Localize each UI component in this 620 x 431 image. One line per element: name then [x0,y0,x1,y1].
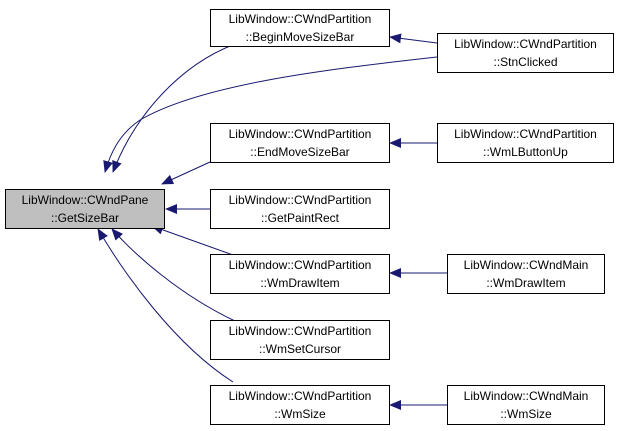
node-getpaintrect-line2: ::GetPaintRect [260,211,340,225]
node-wmdrawitem-line1: LibWindow::CWndPartition [228,258,372,272]
node-main-wmdrawitem-line1: LibWindow::CWndMain [463,258,589,272]
edge-stnclicked-to-beginmovesizebar [389,33,438,44]
node-wmsetcursor[interactable]: LibWindow::CWndPartition ::WmSetCursor [210,320,390,360]
node-stnclicked-line2: ::StnClicked [493,55,558,69]
edge-beginmovesizebar-to-root [112,43,236,173]
node-wmlbuttonup-line2: ::WmLButtonUp [483,145,568,159]
node-getpaintrect-line1: LibWindow::CWndPartition [228,193,372,207]
node-stnclicked[interactable]: LibWindow::CWndPartition ::StnClicked [437,33,614,73]
edge-wmsetcursor-to-root [111,228,236,322]
root-node-line2: ::GetSizeBar [50,211,120,225]
node-wmsetcursor-line2: ::WmSetCursor [258,342,341,356]
node-beginmovesizebar-line2: ::BeginMoveSizeBar [245,30,355,44]
node-wmsize-line1: LibWindow::CWndPartition [228,389,372,403]
edge-stnclicked-to-root [103,56,438,173]
node-main-wmdrawitem[interactable]: LibWindow::CWndMain ::WmDrawItem [447,254,605,294]
node-beginmovesizebar-line1: LibWindow::CWndPartition [228,12,372,26]
node-beginmovesizebar[interactable]: LibWindow::CWndPartition ::BeginMoveSize… [210,9,390,47]
node-endmovesizebar-line1: LibWindow::CWndPartition [228,127,372,141]
edge-wmsize-to-root [97,228,234,383]
root-node-getsizebar: LibWindow::CWndPane ::GetSizeBar [5,189,165,229]
node-endmovesizebar[interactable]: LibWindow::CWndPartition ::EndMoveSizeBa… [210,123,390,163]
node-wmsize[interactable]: LibWindow::CWndPartition ::WmSize [210,385,390,425]
node-main-wmsize-line2: ::WmSize [500,407,552,421]
edge-wmdrawitem-to-root [151,225,234,256]
node-wmsize-line2: ::WmSize [274,407,326,421]
node-getpaintrect[interactable]: LibWindow::CWndPartition ::GetPaintRect [210,189,390,229]
node-main-wmsize[interactable]: LibWindow::CWndMain ::WmSize [447,385,605,425]
node-wmlbuttonup[interactable]: LibWindow::CWndPartition ::WmLButtonUp [437,123,614,163]
node-main-wmdrawitem-line2: ::WmDrawItem [486,276,566,290]
node-stnclicked-line1: LibWindow::CWndPartition [454,37,597,51]
node-wmdrawitem-line2: ::WmDrawItem [260,276,340,290]
node-main-wmsize-line1: LibWindow::CWndMain [463,389,589,403]
edge-endmovesizebar-to-root [161,161,211,185]
node-wmdrawitem[interactable]: LibWindow::CWndPartition ::WmDrawItem [210,254,390,294]
root-node-line1: LibWindow::CWndPane [21,193,149,207]
node-wmsetcursor-line1: LibWindow::CWndPartition [228,324,372,338]
node-endmovesizebar-line2: ::EndMoveSizeBar [250,145,350,159]
node-wmlbuttonup-line1: LibWindow::CWndPartition [454,127,597,141]
